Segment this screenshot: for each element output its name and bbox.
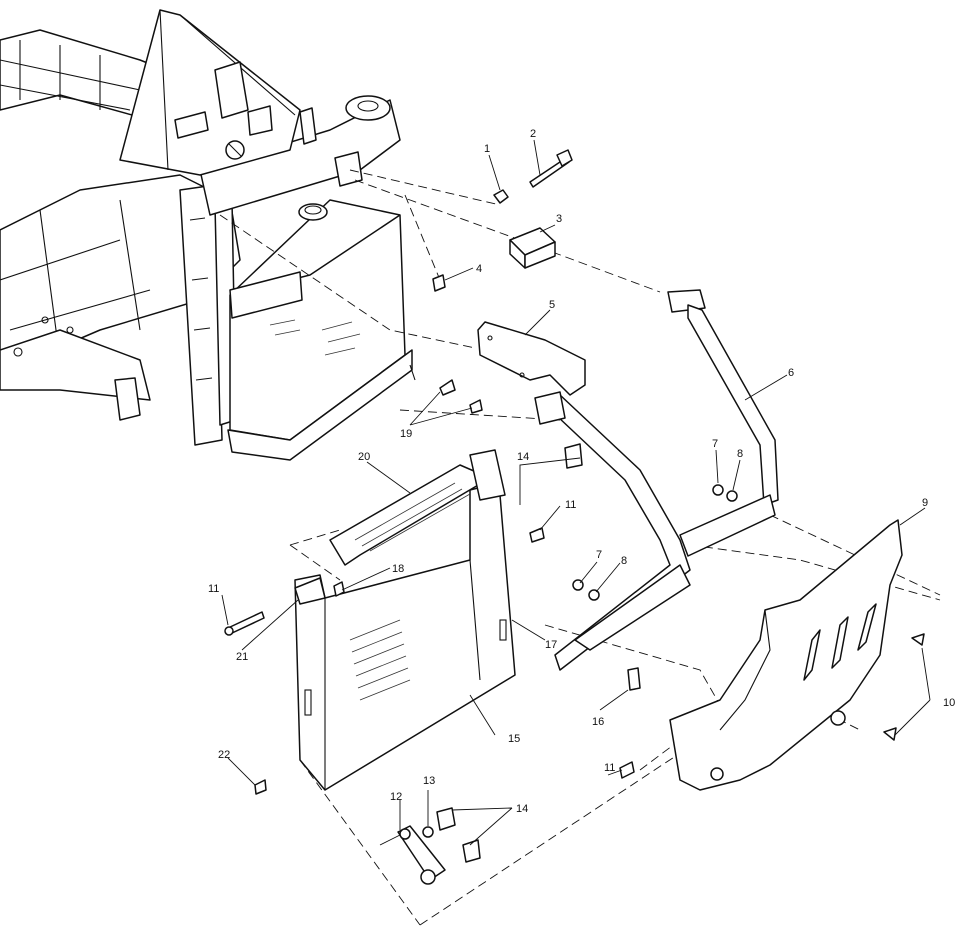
clip-part-14c [564,443,583,469]
bracket-part-21 [294,577,326,605]
washer-part-8a [726,490,738,502]
rivet-part-19b [469,399,483,414]
console-tower [119,9,317,176]
callout-3: 3 [556,213,562,225]
callout-11a: 11 [565,499,576,511]
bracket-part-12 [397,825,446,881]
lower-bracket [397,443,583,885]
clip-part-14a [436,807,456,831]
callout-13: 13 [423,775,435,787]
callout-2: 2 [530,128,536,140]
washer-part-13 [422,826,434,838]
clip-part-14b [462,839,481,863]
bumper-frame-part-6 [534,289,779,671]
hardware-upper [432,149,573,292]
screw-part-16 [627,667,641,691]
callout-numbers: 1 2 3 4 5 6 7 8 9 10 11 11 11 12 13 14 1… [208,128,955,815]
bolt-part-10b [883,727,897,741]
callout-21: 21 [236,651,248,663]
clip-part-4 [432,274,446,292]
radiator [227,199,416,461]
callout-15: 15 [508,733,520,745]
callout-8a: 8 [737,448,743,460]
side-panel-part-17 [469,449,506,501]
callout-7b: 7 [596,549,602,561]
callout-20: 20 [358,451,370,463]
washer-part-7a [712,484,724,496]
callout-16: 16 [592,716,604,728]
nut-part-1 [493,189,509,204]
washer-part-8b [588,589,600,601]
skid-plate-part-9 [669,519,903,791]
callout-6: 6 [788,367,794,379]
top-grille-part-20 [329,464,491,566]
callout-19: 19 [400,428,412,440]
callout-8b: 8 [621,555,627,567]
bolt-part-11c [619,761,635,779]
callout-4: 4 [476,263,482,275]
callout-12: 12 [390,791,402,803]
callout-10: 10 [943,697,955,709]
callout-5: 5 [549,299,555,311]
callout-1: 1 [484,143,490,155]
callout-7a: 7 [712,438,718,450]
bolt-part-10a [911,633,925,646]
screw-part-22 [254,779,267,795]
callout-18: 18 [392,563,404,575]
callout-11c: 11 [604,762,615,774]
fasteners [224,379,925,795]
callout-14b: 14 [517,451,529,463]
plate-part-5 [477,321,586,396]
rivet-part-19a [439,379,456,396]
callout-22: 22 [218,749,230,761]
callout-17: 17 [545,639,557,651]
bolt-part-11b [529,527,545,543]
callout-11b: 11 [208,583,219,595]
screw-part-18 [333,581,345,597]
callout-9: 9 [922,497,928,509]
leader-lines [221,139,931,846]
callout-14a: 14 [516,803,528,815]
